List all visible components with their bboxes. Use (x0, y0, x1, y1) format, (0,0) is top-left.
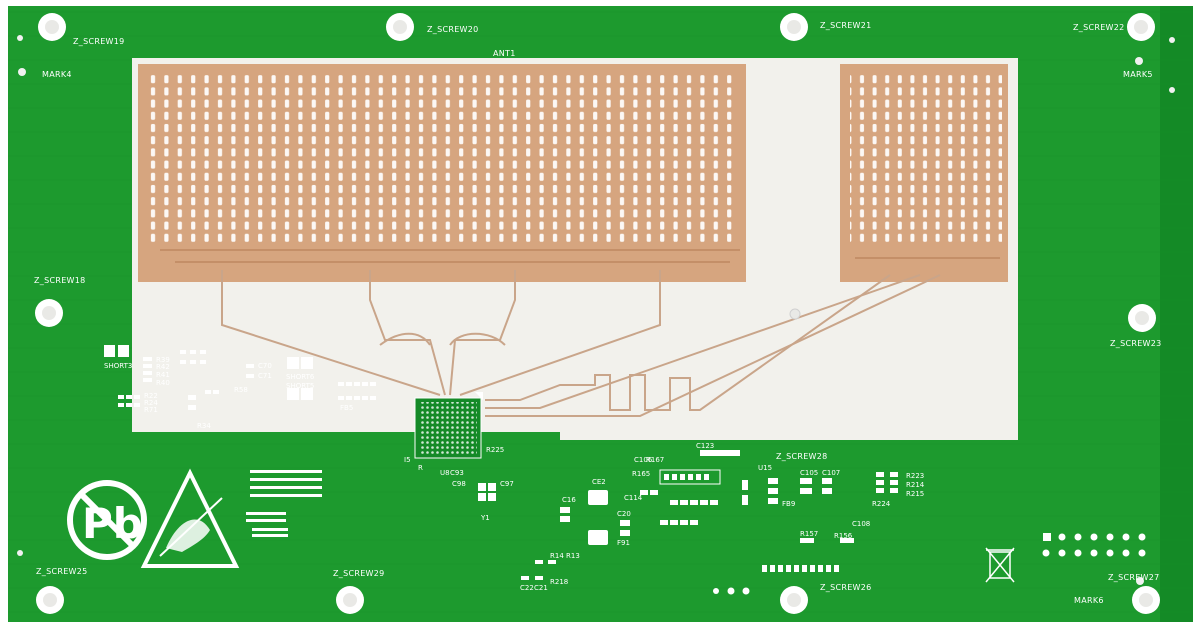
screw-hole-22 (1127, 13, 1155, 41)
screw-hole-26 (780, 586, 808, 614)
screw-hole-18 (35, 299, 63, 327)
label-r224: R224 (872, 500, 891, 508)
label-r157: R157 (800, 530, 818, 538)
label-r225: R225 (486, 446, 504, 454)
rf-chip-u8 (414, 392, 483, 459)
label-r22: R22 (144, 392, 158, 400)
label-c123: C123 (696, 442, 714, 450)
fiducials (17, 35, 1175, 585)
label-r156: R156 (834, 532, 853, 540)
weee-bin-icon (985, 547, 1015, 583)
label-c114: C114 (624, 494, 643, 502)
antenna-array-small (840, 64, 1008, 282)
label-y1: Y1 (480, 514, 490, 522)
bottom-pad-row (713, 565, 839, 595)
label-c71: C71 (258, 372, 272, 380)
label-c21: C21 (534, 584, 548, 592)
label-z-screw29: Z_SCREW29 (333, 569, 385, 578)
label-r14: R14 (550, 552, 564, 560)
label-fb5: FB5 (340, 404, 353, 412)
label-c20: C20 (617, 510, 631, 518)
label-short5: SHORT5 (286, 382, 314, 390)
label-z-screw21: Z_SCREW21 (820, 21, 872, 30)
pb-free-icon: Pb (67, 480, 147, 560)
antenna-array-large (138, 64, 746, 282)
substrate-hole (789, 308, 801, 320)
label-c22: C22 (520, 584, 534, 592)
label-r-chip: R (418, 464, 423, 472)
label-c106: C106 (634, 456, 653, 464)
label-c16: C16 (562, 496, 576, 504)
label-u15: U15 (758, 464, 772, 472)
smd-components-left (104, 345, 376, 537)
label-r24: R24 (144, 399, 158, 407)
label-mark6: MARK6 (1074, 596, 1104, 605)
label-c70: C70 (258, 362, 272, 370)
label-z-screw23: Z_SCREW23 (1110, 339, 1162, 348)
label-r215: R215 (906, 490, 924, 498)
label-r218: R218 (550, 578, 568, 586)
label-z-screw20: Z_SCREW20 (427, 25, 479, 34)
label-z-screw26: Z_SCREW26 (820, 583, 872, 592)
label-r39: R39 (156, 356, 170, 364)
esd-warning-icon (140, 468, 240, 568)
smd-components-right (478, 450, 898, 580)
label-short3: SHORT3 (104, 362, 132, 370)
label-c97: C97 (500, 480, 514, 488)
label-r42: R42 (156, 363, 170, 371)
label-z-screw25: Z_SCREW25 (36, 567, 88, 576)
screw-hole-27 (1132, 586, 1160, 614)
label-z-screw19: Z_SCREW19 (73, 37, 125, 46)
screw-hole-19 (38, 13, 66, 41)
label-z-screw28: Z_SCREW28 (776, 452, 828, 461)
screw-hole-20 (386, 13, 414, 41)
label-u8: U8 (440, 469, 450, 477)
label-z-screw27: Z_SCREW27 (1108, 573, 1160, 582)
label-r223: R223 (906, 472, 924, 480)
label-f91: F91 (617, 539, 630, 547)
pin-header (1042, 533, 1146, 557)
label-ant1: ANT1 (493, 49, 516, 58)
label-fb9: FB9 (782, 500, 795, 508)
label-r40: R40 (156, 379, 170, 387)
label-mark5: MARK5 (1123, 70, 1153, 79)
label-r13: R13 (566, 552, 580, 560)
label-r34: R34 (197, 422, 211, 430)
label-r165: R165 (632, 470, 650, 478)
label-c93: C93 (450, 469, 464, 477)
label-r41: R41 (156, 371, 170, 379)
screw-hole-21 (780, 13, 808, 41)
label-z-screw22: Z_SCREW22 (1073, 23, 1125, 32)
label-i5: I5 (404, 456, 411, 464)
mounting-holes (35, 13, 1160, 614)
label-r71: R71 (144, 406, 158, 414)
label-r58: R58 (234, 386, 248, 394)
label-ce2: CE2 (592, 478, 606, 486)
label-c105: C105 (800, 469, 818, 477)
screw-hole-23 (1128, 304, 1156, 332)
label-short6: SHORT6 (286, 373, 315, 381)
screw-hole-29 (336, 586, 364, 614)
label-c98: C98 (452, 480, 466, 488)
label-r214: R214 (906, 481, 925, 489)
label-r167: R167 (646, 456, 664, 464)
silkscreen-labels: ANT1 Z_SCREW19 Z_SCREW20 Z_SCREW21 Z_SCR… (34, 21, 1162, 605)
label-c107: C107 (822, 469, 840, 477)
rf-feed-traces (221, 270, 941, 417)
label-z-screw18: Z_SCREW18 (34, 276, 86, 285)
label-mark4: MARK4 (42, 70, 72, 79)
label-c108: C108 (852, 520, 870, 528)
screw-hole-25 (36, 586, 64, 614)
